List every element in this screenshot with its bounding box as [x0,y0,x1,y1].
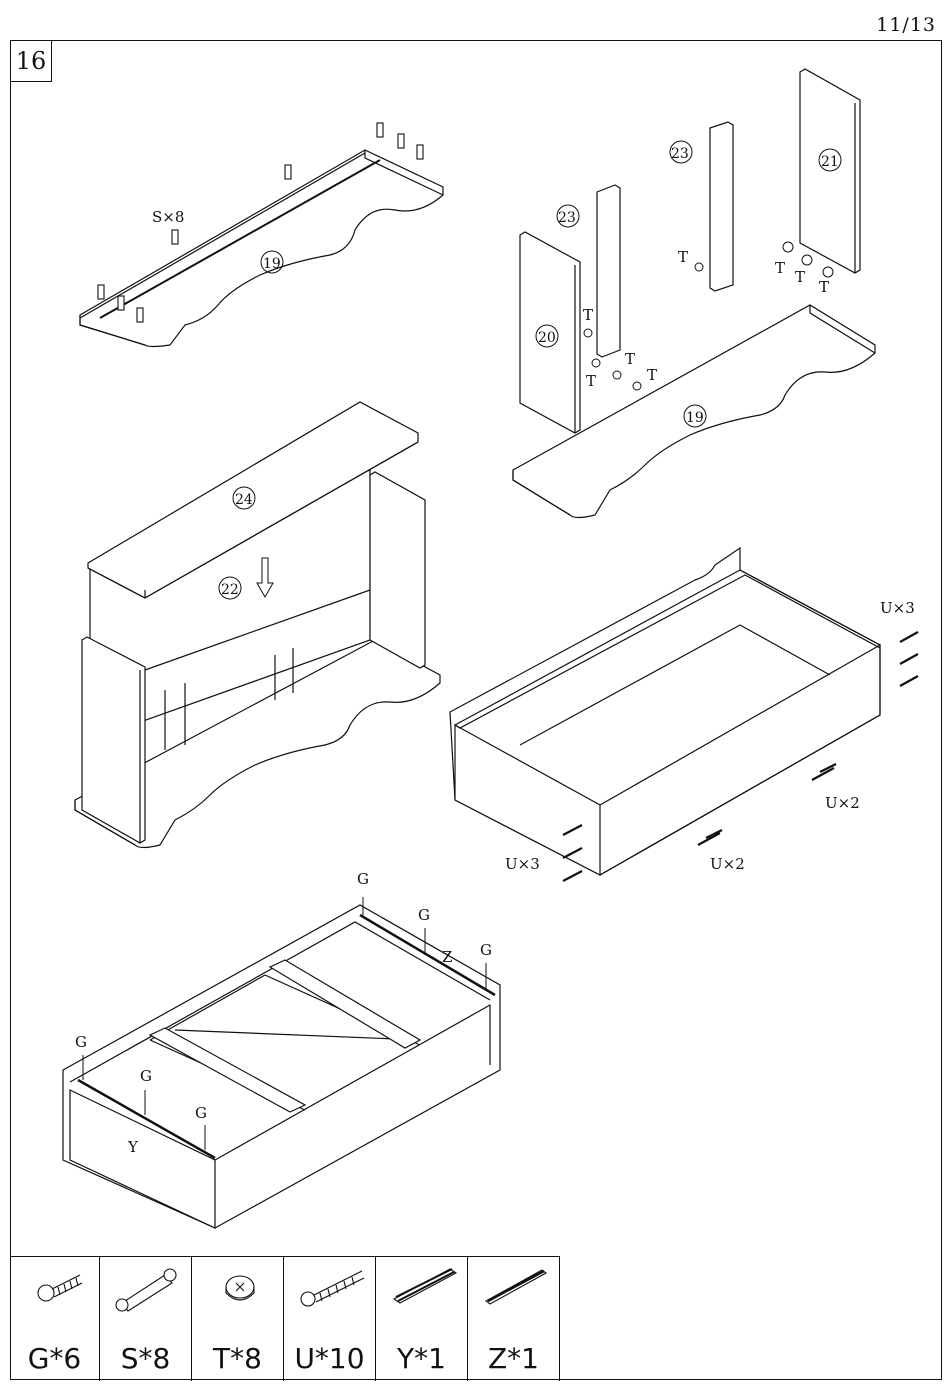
cam-lock-t-label: T [678,248,688,266]
rail-z-icon [468,1257,560,1327]
u-quantity-right-label: U×3 [880,599,915,617]
cam-lock-t-label: T [795,268,805,286]
panel-19-label: 19 [686,410,704,426]
u-quantity-front-label: U×2 [825,794,860,812]
g-screw-label: G [140,1067,152,1085]
frame-top-figure: 24 22 [75,402,440,848]
part-y-label: Y*1 [376,1342,467,1375]
rail-y-label: Y [127,1138,139,1156]
cam-lock-t-label: T [586,372,596,390]
rail-y-icon [376,1257,468,1327]
cam-lock-icon [192,1257,284,1327]
panel-20-label: 20 [538,330,556,346]
part-t: T*8 [191,1257,283,1381]
rail-z-label: Z [442,948,452,966]
dowel-icon [100,1257,192,1327]
cam-lock-t-label: T [775,259,785,277]
part-g-label: G*6 [10,1342,99,1375]
frame-assembly-figure: 20 23 23 21 19 T T T T T T T T [513,69,875,518]
part-s-label: S*8 [100,1342,191,1375]
part-g: G*6 [10,1257,99,1381]
panel-21-label: 21 [821,154,839,170]
panel-23-mid-label: 23 [671,146,689,162]
cam-lock-t-label: T [647,366,657,384]
part-s: S*8 [99,1257,191,1381]
part-u-label: U*10 [284,1342,375,1375]
long-screw-icon [284,1257,376,1327]
g-screw-label: G [75,1033,87,1051]
g-screw-label: G [195,1104,207,1122]
cam-lock-t-label: T [625,350,635,368]
cam-lock-t-label: T [583,306,593,324]
part-u: U*10 [283,1257,375,1381]
base-panel-dowels-figure: S×8 19 [80,123,443,347]
part-t-label: T*8 [192,1342,283,1375]
u-quantity-left-label: U×3 [505,855,540,873]
panel-22-label: 22 [221,582,239,598]
assembly-illustration: S×8 19 20 23 23 21 19 T T T T T T T [0,0,950,1256]
cam-lock-t-label: T [819,278,829,296]
panel-19-label: 19 [263,256,281,272]
g-screw-label: G [418,906,430,924]
g-screw-label: G [357,870,369,888]
g-screw-label: G [480,941,492,959]
part-z-label: Z*1 [468,1342,559,1375]
panel-24-label: 24 [235,492,253,508]
part-z: Z*1 [467,1257,559,1381]
screw-icon [10,1257,99,1327]
part-y: Y*1 [375,1257,467,1381]
drawer-box-figure: U×3 U×2 U×2 U×3 [450,548,918,881]
u-quantity-mid-label: U×2 [710,855,745,873]
s-quantity-label: S×8 [152,208,184,226]
panel-23-left-label: 23 [558,210,576,226]
parts-legend: G*6 S*8 T*8 U*10 Y*1 [10,1256,560,1381]
bed-rails-figure: G G G G G G Z Y [63,870,500,1228]
